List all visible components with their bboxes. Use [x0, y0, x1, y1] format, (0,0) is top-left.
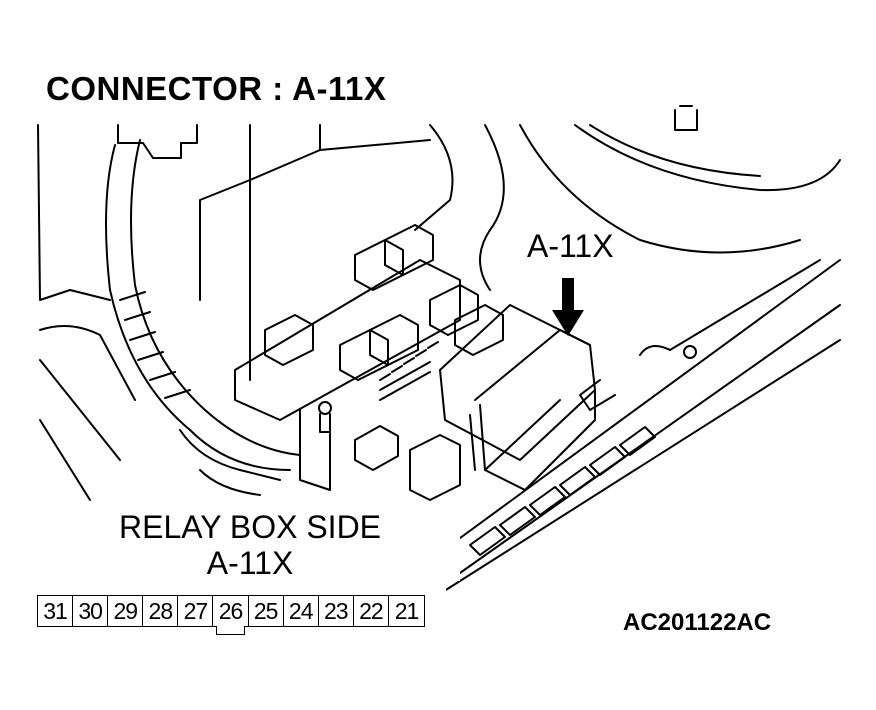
connector-callout-label: A-11X [527, 228, 614, 264]
pin-22: 22 [354, 596, 389, 626]
pin-24: 24 [284, 596, 319, 626]
pin-23: 23 [319, 596, 354, 626]
relay-cluster [234, 224, 504, 501]
connector-a-11x-shape [439, 304, 596, 491]
page-title: CONNECTOR : A-11X [46, 70, 387, 107]
pin-26: 26 [213, 596, 249, 635]
relay-box-side-title: RELAY BOX SIDE [118, 509, 382, 545]
wiring-harness [37, 124, 301, 501]
pin-21: 21 [394, 598, 420, 624]
pin-25: 25 [249, 596, 284, 626]
pin-28: 28 [143, 596, 179, 626]
callout-arrow [552, 278, 584, 336]
relay-box-housing [199, 124, 505, 381]
pin-27: 27 [178, 596, 214, 626]
pin-31: 31 [38, 596, 74, 626]
right-panel [429, 259, 841, 601]
relay-box-side-label: RELAY BOX SIDE A-11X [40, 509, 460, 581]
relay-box-connector-id: A-11X [206, 545, 294, 581]
figure-reference-code: AC201122AC [623, 609, 772, 636]
connector-pin-row: 31 30 29 28 27 26 25 24 23 22 21 [37, 595, 426, 635]
pin-29: 29 [108, 596, 144, 626]
round-housing [519, 105, 841, 254]
pin-30: 30 [73, 596, 109, 626]
